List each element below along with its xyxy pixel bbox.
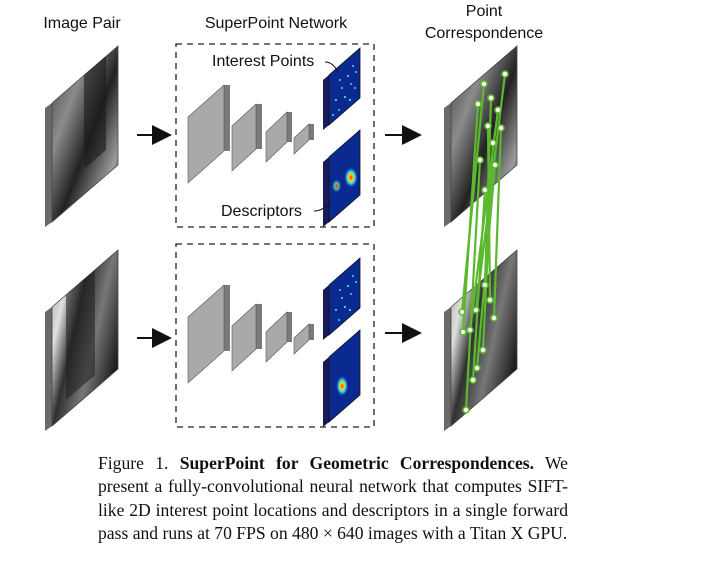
descriptor-map-bottom (323, 329, 361, 427)
descriptor-map-top (323, 129, 361, 227)
keypoints-bottom (458, 281, 498, 414)
network-box-top (175, 43, 375, 228)
encoder-layers-top (187, 84, 314, 184)
interest-point-map-bottom (323, 257, 361, 340)
network-header: SuperPoint Network (205, 15, 348, 32)
correspondence-header-line2: Correspondence (425, 25, 543, 42)
caption-label: Figure 1. (98, 453, 169, 473)
interest-points-label: Interest Points (212, 53, 314, 70)
caption-body: We present a fully-convolutional neural … (98, 453, 568, 544)
encoder-layers-bottom (187, 284, 314, 384)
descriptors-leader (313, 202, 331, 212)
correspondence-header-line1: Point (466, 3, 503, 20)
keypoints-top (474, 70, 509, 194)
input-image-top (45, 45, 119, 227)
figure-diagram: Image Pair SuperPoint Network Point Corr… (43, 3, 543, 431)
input-image-bottom (45, 249, 119, 431)
image-pair-header: Image Pair (43, 15, 121, 32)
output-image-top (444, 45, 518, 227)
figure-caption: Figure 1. SuperPoint for Geometric Corre… (98, 452, 568, 546)
caption-title: SuperPoint for Geometric Correspondences… (179, 453, 534, 473)
interest-point-map-top (323, 47, 361, 130)
interest-points-leader (324, 61, 339, 73)
descriptors-label: Descriptors (221, 203, 302, 220)
network-box-bottom (175, 243, 375, 428)
